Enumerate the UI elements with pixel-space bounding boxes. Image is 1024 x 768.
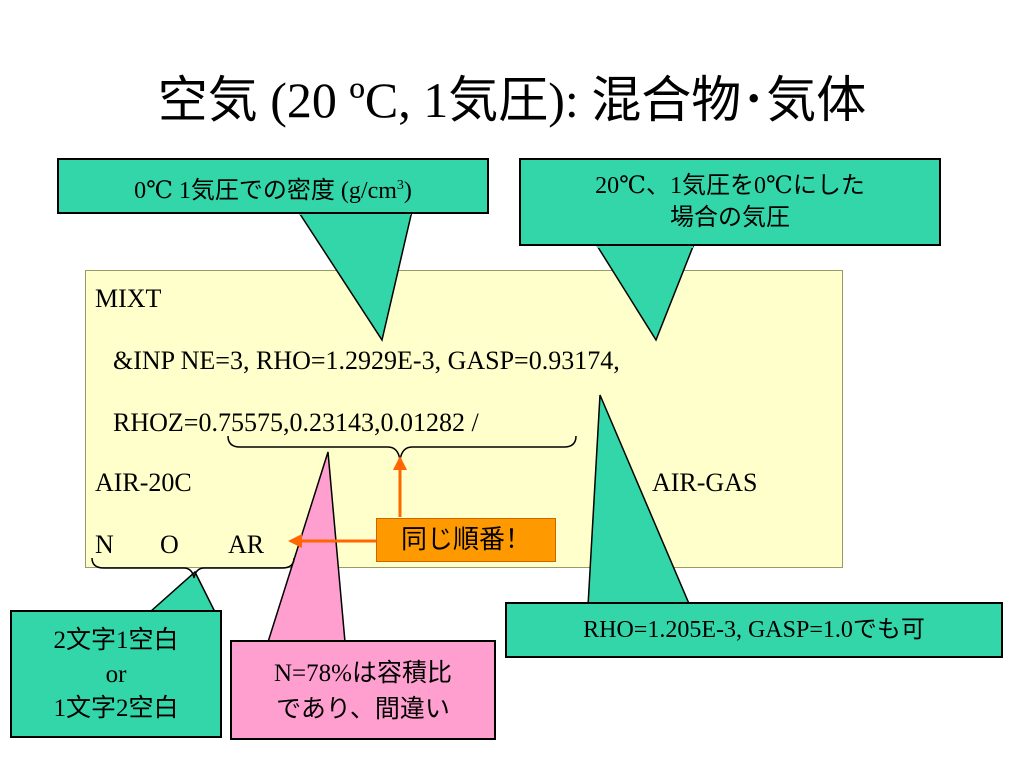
code-line-rhoz: RHOZ=0.75575,0.23143,0.01282 / [113,408,479,438]
alt-callout: RHO=1.205E-3, GASP=1.0でも可 [505,602,1003,658]
pressure-callout-line2: 場合の気圧 [670,205,790,231]
volume-callout-line2: であり、間違い [276,696,450,723]
spacing-callout-line2: or [105,661,127,688]
element-ar: AR [228,530,265,559]
pressure-callout-line1: 20℃、1気圧を0℃にした [595,173,865,199]
up-arrowhead [393,456,407,470]
elements-brace [91,557,295,579]
code-line-air-20c: AIR-20C [95,468,192,497]
volume-callout-line1: N=78%は容積比 [274,660,452,687]
density-callout-close: ) [403,178,412,204]
code-line-air-gas: AIR-GAS [652,468,758,497]
element-n: N [95,530,114,559]
alt-pointer [587,394,692,607]
volume-callout: N=78%は容積比 であり、間違い [230,640,496,740]
code-line-inp: &INP NE=3, RHO=1.2929E-3, GASP=0.93174, [113,346,620,375]
spacing-callout-line3: 1文字2空白 [53,695,179,722]
spacing-callout-line1: 2文字1空白 [53,627,179,654]
element-o: O [160,530,179,559]
rhoz-prefix: RHOZ= [113,408,199,437]
same-order-note: 同じ順番！ [376,518,556,562]
density-callout-sup: 3 [396,178,404,193]
left-arrowhead [288,534,302,548]
rhoz-values: 0.75575,0.23143,0.01282 [198,408,465,437]
rhoz-suffix: / [464,408,479,437]
spacing-callout: 2文字1空白 or 1文字2空白 [10,610,222,738]
density-callout: 0℃ 1気圧での密度 (g/cm3) [57,158,489,214]
pressure-callout: 20℃、1気圧を0℃にした 場合の気圧 [519,158,941,246]
slide-title: 空気 (20 ºC, 1気圧): 混合物･気体 [157,72,867,128]
density-pointer [296,210,413,342]
spacing-pointer [148,570,217,613]
code-line-mixt: MIXT [95,284,162,313]
pressure-pointer [594,243,696,342]
values-brace [227,435,577,461]
density-callout-text: 0℃ 1気圧での密度 (g/cm [134,178,397,204]
volume-pointer [266,451,346,643]
